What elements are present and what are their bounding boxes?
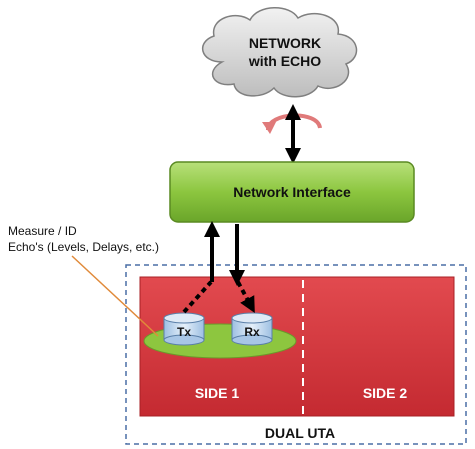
dual-uta-border <box>125 264 467 445</box>
measure-leader-line <box>71 255 159 337</box>
tx-cylinder: Tx <box>163 312 205 346</box>
tx-dotted-link <box>182 280 213 314</box>
tx-label: Tx <box>177 325 191 339</box>
rx-label: Rx <box>244 325 260 339</box>
network-cloud: NETWORK with ECHO <box>202 7 358 98</box>
rx-cylinder: Rx <box>231 312 273 346</box>
dual-uta-label: DUAL UTA <box>265 425 335 441</box>
side2-label: SIDE 2 <box>363 385 408 401</box>
network-interface-label: Network Interface <box>233 184 351 200</box>
cloud-title-line2: with ECHO <box>248 53 321 69</box>
measure-label-line2: Echo's (Levels, Delays, etc.) <box>8 240 159 254</box>
side1-label: SIDE 1 <box>195 385 240 401</box>
echo-arrowhead-icon <box>262 122 276 134</box>
measure-label-line1: Measure / ID <box>8 224 77 238</box>
cloud-shape <box>202 7 358 98</box>
network-interface-box: Network Interface <box>169 161 415 223</box>
rx-dotted-link <box>236 281 255 314</box>
cloud-title-line1: NETWORK <box>249 35 321 51</box>
